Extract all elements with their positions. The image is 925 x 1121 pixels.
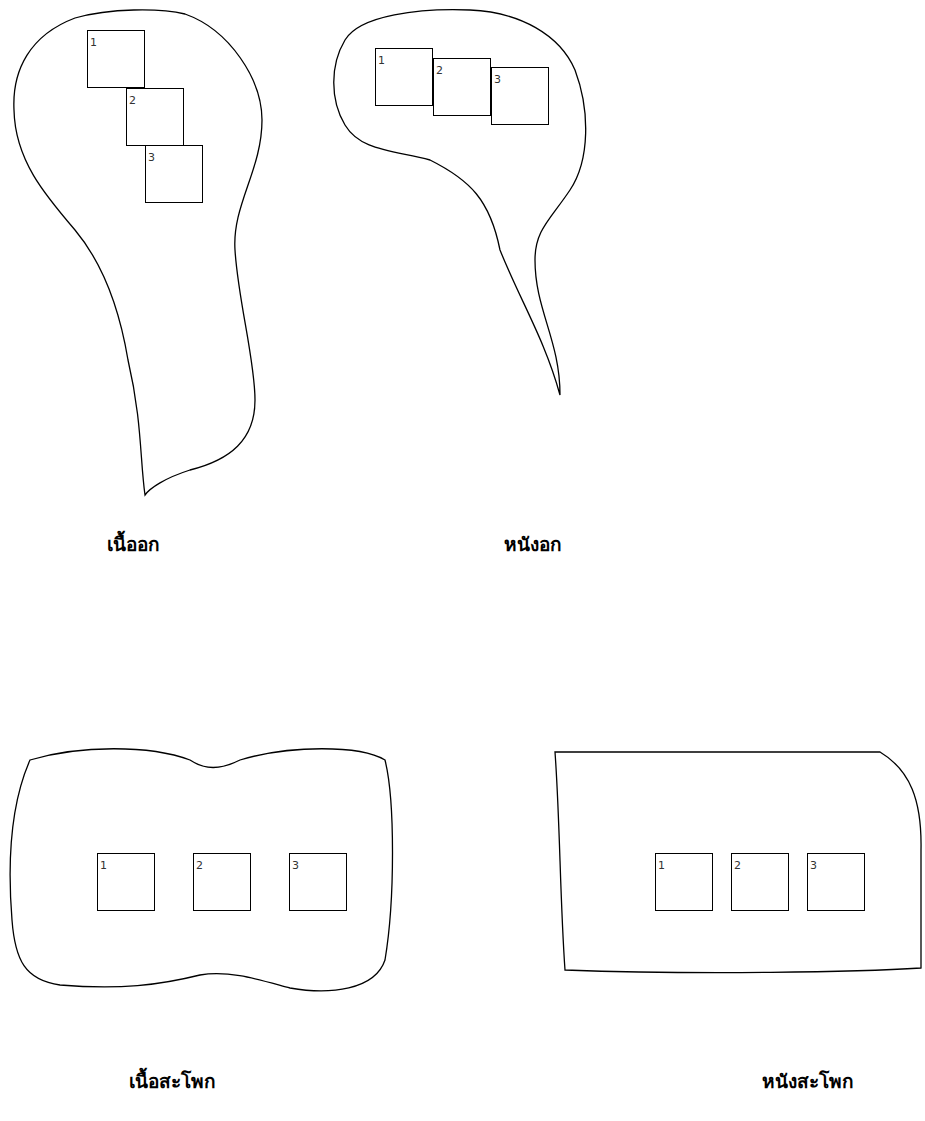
sample-square: 3 (145, 145, 203, 203)
caption: หนังอก (504, 533, 562, 556)
outline-shape (10, 8, 266, 498)
callout-number: 3 (290, 858, 299, 871)
sample-outline: หนังสะโพก123 (552, 750, 924, 978)
sample-square: 2 (126, 88, 184, 146)
callout-number: 1 (98, 858, 107, 871)
outline-path (10, 749, 393, 991)
sample-square: 1 (655, 853, 713, 911)
sample-square: 1 (87, 30, 145, 88)
outline-path (14, 10, 262, 495)
sample-square: 2 (433, 58, 491, 116)
callout-number: 3 (492, 72, 501, 85)
callout-number: 1 (88, 35, 97, 48)
sample-square: 1 (375, 48, 433, 106)
callout-number: 3 (146, 150, 155, 163)
outline-path (334, 10, 586, 395)
sample-outline: เนื้ออก123 (10, 8, 266, 498)
callout-number: 2 (732, 858, 741, 871)
sample-square: 1 (97, 853, 155, 911)
callout-number: 2 (127, 93, 136, 106)
sample-square: 2 (731, 853, 789, 911)
callout-number: 2 (194, 858, 203, 871)
caption: เนื้อสะโพก (129, 1070, 216, 1093)
sample-outline: หนังอก123 (328, 8, 593, 398)
callout-number: 1 (656, 858, 665, 871)
sample-square: 3 (807, 853, 865, 911)
sample-outline: เนื้อสะโพก123 (6, 744, 398, 998)
sample-square: 3 (491, 67, 549, 125)
outline-shape (6, 744, 398, 998)
sample-square: 3 (289, 853, 347, 911)
callout-number: 3 (808, 858, 817, 871)
caption: เนื้ออก (107, 533, 160, 556)
outline-shape (328, 8, 593, 398)
caption: หนังสะโพก (762, 1070, 854, 1093)
outline-path (555, 752, 921, 973)
callout-number: 1 (376, 53, 385, 66)
sample-square: 2 (193, 853, 251, 911)
callout-number: 2 (434, 63, 443, 76)
